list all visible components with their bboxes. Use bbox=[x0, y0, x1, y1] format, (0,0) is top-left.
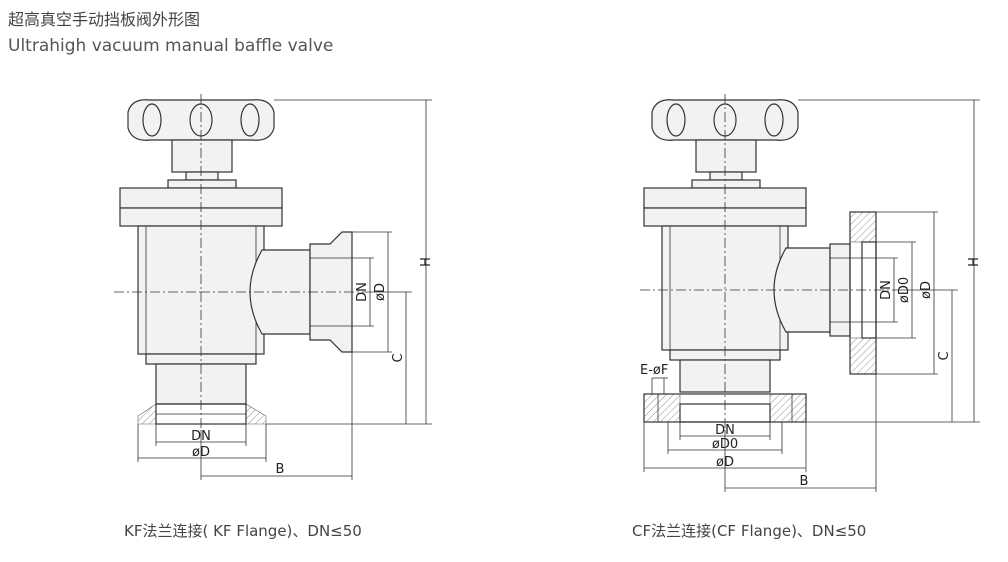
cf-bottom-flange-right bbox=[769, 393, 807, 423]
cf-dim-od0-side: øD0 bbox=[897, 277, 912, 303]
kf-dim-c: C bbox=[391, 353, 406, 362]
cf-side-flange-top bbox=[849, 211, 877, 243]
cf-dim-c: C bbox=[937, 351, 952, 360]
kf-stem-block bbox=[171, 139, 233, 173]
cf-dim-b: B bbox=[800, 474, 809, 489]
kf-dim-b: B bbox=[276, 462, 285, 477]
cf-stem-block bbox=[695, 139, 757, 173]
kf-dim-od-side: øD bbox=[373, 283, 388, 301]
cf-dim-h: H bbox=[967, 257, 982, 267]
kf-dim-dn-side: DN bbox=[355, 282, 370, 302]
kf-bonnet-ring bbox=[167, 179, 237, 189]
title-english: Ultrahigh vacuum manual baffle valve bbox=[8, 36, 334, 56]
caption-kf-flange: KF法兰连接( KF Flange)、DN≤50 bbox=[124, 522, 362, 540]
kf-valve-drawing: H C DN øD DN øD B bbox=[114, 94, 434, 480]
title-chinese: 超高真空手动挡板阀外形图 bbox=[8, 10, 201, 29]
cf-bottom-flange-left bbox=[643, 393, 681, 423]
cf-stem-neck bbox=[709, 171, 743, 181]
kf-stem-neck bbox=[185, 171, 219, 181]
cf-dim-dn-side: DN bbox=[879, 280, 894, 300]
kf-dim-h: H bbox=[419, 257, 434, 267]
cf-side-flange-bottom bbox=[849, 337, 877, 375]
cf-bonnet-ring bbox=[691, 179, 761, 189]
cf-valve-drawing: H C DN øD0 øD E-øF DN bbox=[640, 94, 982, 492]
cf-dim-e-of: E-øF bbox=[640, 363, 668, 378]
cf-dim-od-side: øD bbox=[919, 281, 934, 299]
caption-cf-flange: CF法兰连接(CF Flange)、DN≤50 bbox=[632, 522, 867, 540]
